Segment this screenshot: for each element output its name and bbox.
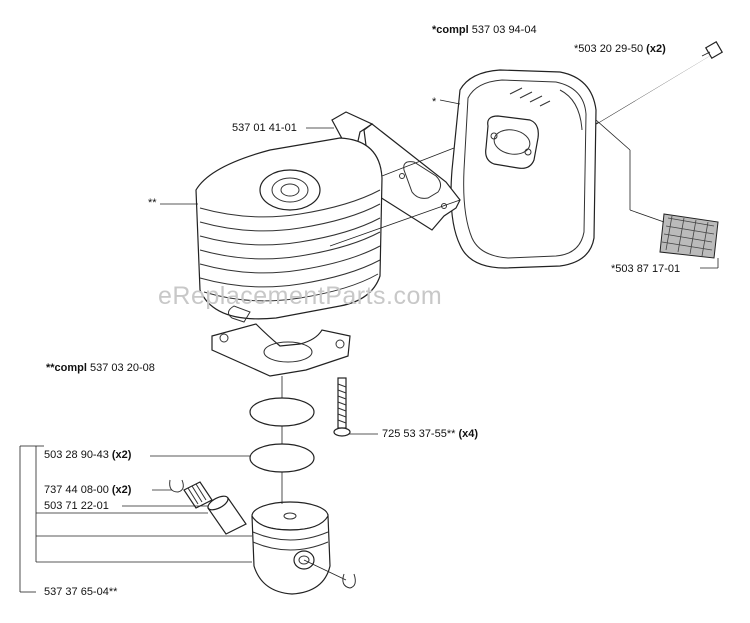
muffler [450,69,597,269]
label-muffler-star: * [432,96,437,108]
label-circlip-number: 737 44 08-00 [44,484,112,496]
gasket-bracket [331,111,461,231]
label-muffler-compl: *compl 537 03 94-04 [432,24,537,37]
label-bearing: 503 71 22-01 [44,500,109,512]
label-gasket-bracket: 537 01 41-01 [232,122,297,134]
label-bolt-number: *503 20 29-50 [574,43,647,55]
label-muffler-compl-number: 537 03 94-04 [468,24,537,36]
spark-screen [659,213,719,259]
watermark: eReplacementParts.com [158,282,443,310]
label-bolt-qty: (x2) [646,43,666,55]
bolt [595,40,724,125]
label-screw-number: 725 53 37-55** [382,428,459,440]
label-cylinder-compl-number: 537 03 20-08 [86,362,155,374]
cylinder [195,137,383,377]
circlips [169,479,356,589]
piston [251,501,331,595]
label-cylinder-compl: **compl 537 03 20-08 [46,362,155,375]
label-circlip-qty: (x2) [111,484,132,496]
piston-pin [207,495,247,535]
label-screw-qty: (x4) [458,428,479,440]
label-muffler-compl-prefix: *compl [432,24,469,36]
label-cylinder-star: ** [148,197,157,209]
label-rings-number: 503 28 90-43 [44,449,112,461]
label-rings: 503 28 90-43 (x2) [44,449,131,462]
label-cylinder-compl-prefix: **compl [46,362,87,374]
leader-lines [19,51,719,593]
label-piston: 537 37 65-04** [44,586,118,598]
label-screen: *503 87 17-01 [611,263,681,275]
label-rings-qty: (x2) [111,449,132,461]
label-circlip: 737 44 08-00 (x2) [44,484,131,497]
needle-bearing [183,481,213,509]
label-screw: 725 53 37-55** (x4) [382,428,478,441]
screw [333,377,351,437]
label-bolt: *503 20 29-50 (x2) [574,43,666,56]
